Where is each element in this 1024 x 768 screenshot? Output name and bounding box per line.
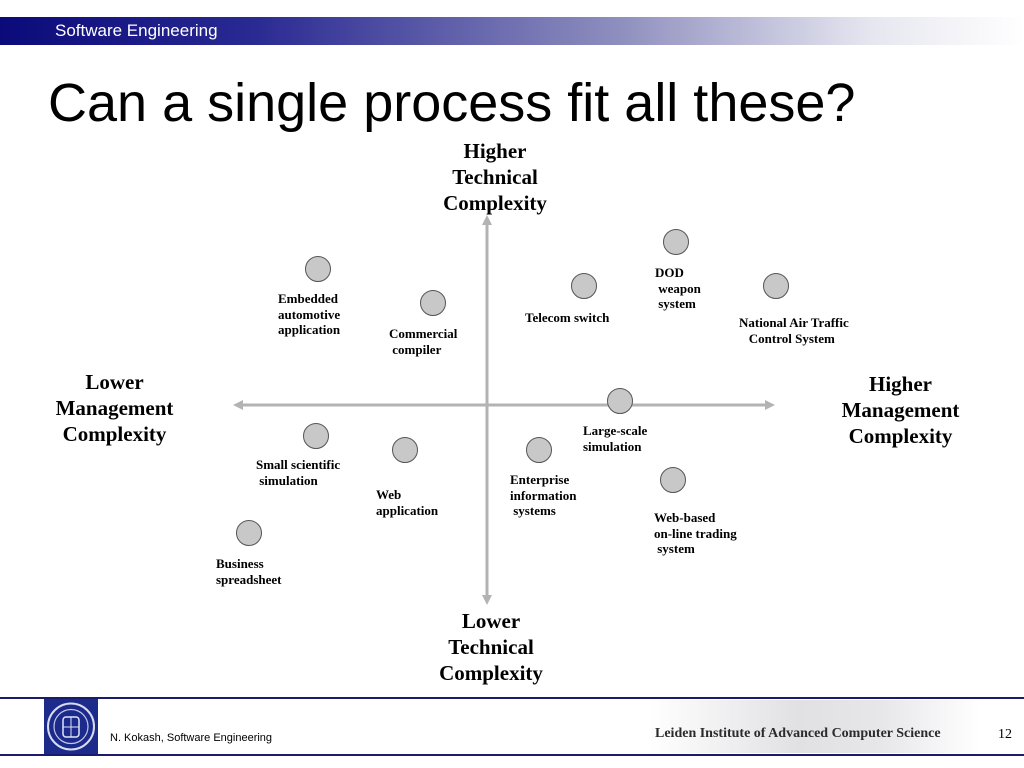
university-seal-logo	[44, 699, 98, 754]
footer-rule-bottom	[0, 754, 1024, 756]
label-telecom-switch: Telecom switch	[525, 310, 610, 325]
node-enterprise-info	[526, 437, 552, 463]
node-business-spreadsheet	[236, 520, 262, 546]
header-bar	[0, 17, 1024, 45]
node-embedded-automotive	[305, 256, 331, 282]
page-number: 12	[998, 727, 1012, 742]
institute-banner	[650, 700, 980, 753]
label-web-trading: Web-based on-line trading system	[654, 510, 737, 556]
header-title: Software Engineering	[55, 21, 218, 40]
node-web-application	[392, 437, 418, 463]
institute-name: Leiden Institute of Advanced Computer Sc…	[655, 726, 941, 741]
label-business-spreadsheet: Business spreadsheet	[216, 556, 282, 587]
node-web-trading	[660, 467, 686, 493]
label-air-traffic: National Air Traffic Control System	[739, 315, 849, 346]
label-web-application: Web application	[376, 487, 439, 518]
axis-label-higher-technical: Higher Technical Complexity	[443, 139, 547, 215]
axis-label-lower-technical: Lower Technical Complexity	[439, 609, 543, 685]
label-large-scale-simulation: Large-scale simulation	[583, 423, 648, 454]
node-air-traffic	[763, 273, 789, 299]
node-large-scale-simulation	[607, 388, 633, 414]
footer-author: N. Kokash, Software Engineering	[110, 732, 273, 744]
label-commercial-compiler: Commercial compiler	[389, 326, 458, 357]
axis-label-higher-management: Higher Management Complexity	[841, 372, 960, 448]
slide-title: Can a single process fit all these?	[48, 73, 856, 133]
label-enterprise-info: Enterprise information systems	[510, 472, 577, 518]
node-small-scientific	[303, 423, 329, 449]
seal-icon	[47, 702, 95, 751]
label-small-scientific: Small scientific simulation	[256, 457, 341, 488]
node-telecom-switch	[571, 273, 597, 299]
footer-rule-top	[0, 697, 1024, 699]
node-commercial-compiler	[420, 290, 446, 316]
node-dod-weapon	[663, 229, 689, 255]
label-dod-weapon: DOD weapon system	[655, 265, 701, 311]
label-embedded-automotive: Embedded automotive application	[278, 291, 341, 337]
axis-label-lower-management: Lower Management Complexity	[55, 370, 174, 446]
